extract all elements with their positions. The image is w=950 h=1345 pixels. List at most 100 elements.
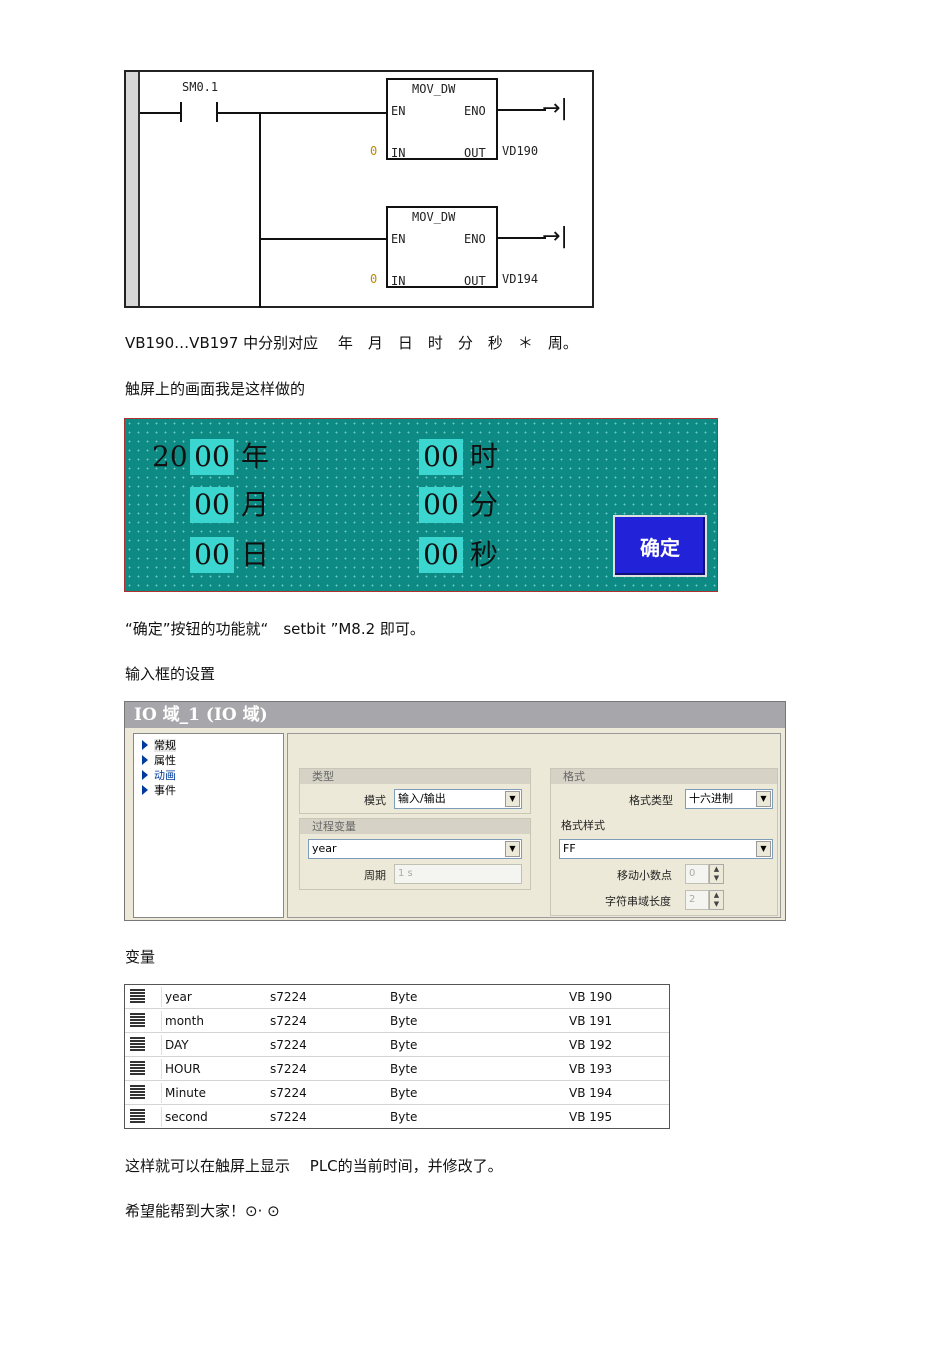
group-header: 过程变量 — [300, 819, 530, 834]
year-field[interactable]: 00 — [190, 439, 234, 475]
tree-item-general[interactable]: 常规 — [142, 737, 176, 753]
var-connection: s7224 — [270, 1086, 307, 1100]
year-unit: 年 — [241, 440, 270, 473]
contact-left-bar — [180, 102, 182, 122]
cycle-field[interactable]: 1 s — [394, 864, 522, 884]
paragraph-input-settings: 输入框的设置 — [125, 665, 216, 683]
rung-wire — [218, 112, 386, 114]
var-address: VB 191 — [569, 1014, 613, 1028]
format-group: 格式 格式类型 十六进制 ▼ 格式样式 FF ▼ 移动小数点 0 ▲▼ 字符串域… — [550, 768, 778, 916]
arrow-right-icon — [142, 770, 148, 780]
mov-dw-block-2: MOV_DW EN ENO IN OUT — [386, 206, 498, 288]
tree-label: 属性 — [154, 754, 176, 767]
block-name: MOV_DW — [412, 82, 456, 96]
dialog-title: IO 域_1 (IO 域) — [125, 702, 785, 728]
group-header: 格式 — [551, 769, 777, 784]
var-type: Byte — [390, 1038, 418, 1052]
branch-wire — [259, 112, 261, 308]
second-unit: 秒 — [470, 538, 499, 571]
chevron-down-icon[interactable]: ▼ — [756, 841, 771, 857]
chevron-down-icon[interactable]: ▼ — [505, 791, 520, 807]
format-style-label: 格式样式 — [561, 819, 605, 832]
tree-item-properties[interactable]: 属性 — [142, 752, 176, 768]
month-unit: 月 — [241, 488, 270, 521]
format-type-select[interactable]: 十六进制 ▼ — [685, 789, 773, 809]
chevron-down-icon[interactable]: ▼ — [505, 841, 520, 857]
out-label: OUT — [464, 146, 486, 160]
tree-label: 事件 — [154, 784, 176, 797]
table-row[interactable]: year s7224 Byte VB 190 — [125, 985, 669, 1009]
var-address: VB 190 — [569, 990, 613, 1004]
in-value: 0 — [370, 144, 378, 158]
confirm-button[interactable]: 确定 — [613, 515, 707, 577]
row-handle-icon — [130, 1109, 145, 1123]
ladder-diagram: SM0.1 MOV_DW EN ENO IN OUT 0 VD190 →| MO… — [124, 70, 594, 308]
second-field[interactable]: 00 — [419, 537, 463, 573]
format-type-label: 格式类型 — [629, 794, 673, 807]
hour-unit: 时 — [470, 440, 499, 473]
row-handle-icon — [130, 1061, 145, 1075]
day-unit: 日 — [241, 538, 270, 571]
settings-panel: 类型 模式 输入/输出 ▼ 过程变量 year ▼ 周期 1 s 格式 格式类型… — [287, 733, 781, 918]
type-group: 类型 模式 输入/输出 ▼ — [299, 768, 531, 814]
day-field[interactable]: 00 — [190, 537, 234, 573]
var-connection: s7224 — [270, 1110, 307, 1124]
branch-wire-2 — [259, 238, 386, 240]
mov-dw-block-1: MOV_DW EN ENO IN OUT — [386, 78, 498, 160]
output-arrow-icon: →| — [542, 96, 568, 121]
hmi-screen: 20 00 年 00 月 00 日 00 时 00 分 00 秒 确定 — [124, 418, 718, 592]
var-type: Byte — [390, 990, 418, 1004]
paragraph-conclusion: 这样就可以在触屏上显示 PLC的当前时间，并修改了。 — [125, 1157, 503, 1175]
var-type: Byte — [390, 1062, 418, 1076]
process-variable-group: 过程变量 year ▼ 周期 1 s — [299, 818, 531, 890]
month-field[interactable]: 00 — [190, 487, 234, 523]
var-type: Byte — [390, 1014, 418, 1028]
var-name: DAY — [165, 1038, 189, 1052]
row-handle-icon — [130, 1013, 145, 1027]
mode-select[interactable]: 输入/输出 ▼ — [394, 789, 522, 809]
minute-unit: 分 — [470, 488, 499, 521]
in-label: IN — [391, 274, 406, 288]
paragraph-variables: 变量 — [125, 948, 156, 966]
out-value: VD194 — [502, 272, 539, 286]
out-label: OUT — [464, 274, 486, 288]
table-row[interactable]: second s7224 Byte VB 195 — [125, 1105, 669, 1129]
table-row[interactable]: HOUR s7224 Byte VB 193 — [125, 1057, 669, 1081]
variable-select[interactable]: year ▼ — [308, 839, 522, 859]
length-stepper[interactable]: ▲▼ — [709, 890, 724, 910]
hour-field[interactable]: 00 — [419, 439, 463, 475]
column-divider — [161, 1035, 162, 1055]
output-arrow-icon: →| — [542, 224, 568, 249]
paragraph-closing: 希望能帮到大家！⊙· ⊙ — [125, 1202, 280, 1220]
var-address: VB 194 — [569, 1086, 613, 1100]
contact-label: SM0.1 — [182, 80, 219, 94]
rung-wire — [140, 112, 180, 114]
chevron-down-icon[interactable]: ▼ — [756, 791, 771, 807]
var-address: VB 195 — [569, 1110, 613, 1124]
eno-label: ENO — [464, 232, 486, 246]
table-row[interactable]: DAY s7224 Byte VB 192 — [125, 1033, 669, 1057]
arrow-right-icon — [142, 755, 148, 765]
paragraph-mapping: VB190…VB197 中分别对应 年 月 日 时 分 秒 ＊ 周。 — [125, 334, 578, 352]
format-style-value: FF — [563, 842, 576, 855]
tree-item-events[interactable]: 事件 — [142, 782, 176, 798]
paragraph-button-function: “确定”按钮的功能就“ setbit ”M8.2 即可。 — [125, 620, 425, 638]
tree-label: 常规 — [154, 739, 176, 752]
decimal-label: 移动小数点 — [617, 869, 672, 882]
table-row[interactable]: Minute s7224 Byte VB 194 — [125, 1081, 669, 1105]
decimal-field[interactable]: 0 — [685, 864, 709, 884]
tree-item-animation[interactable]: 动画 — [142, 767, 176, 783]
in-label: IN — [391, 146, 406, 160]
format-style-select[interactable]: FF ▼ — [559, 839, 773, 859]
format-type-value: 十六进制 — [689, 792, 733, 805]
property-tree: 常规 属性 动画 事件 — [133, 733, 284, 918]
minute-field[interactable]: 00 — [419, 487, 463, 523]
var-address: VB 192 — [569, 1038, 613, 1052]
variable-table: year s7224 Byte VB 190 month s7224 Byte … — [124, 984, 670, 1129]
var-connection: s7224 — [270, 990, 307, 1004]
length-field[interactable]: 2 — [685, 890, 709, 910]
year-prefix: 20 — [152, 440, 188, 473]
decimal-stepper[interactable]: ▲▼ — [709, 864, 724, 884]
arrow-right-icon — [142, 740, 148, 750]
table-row[interactable]: month s7224 Byte VB 191 — [125, 1009, 669, 1033]
